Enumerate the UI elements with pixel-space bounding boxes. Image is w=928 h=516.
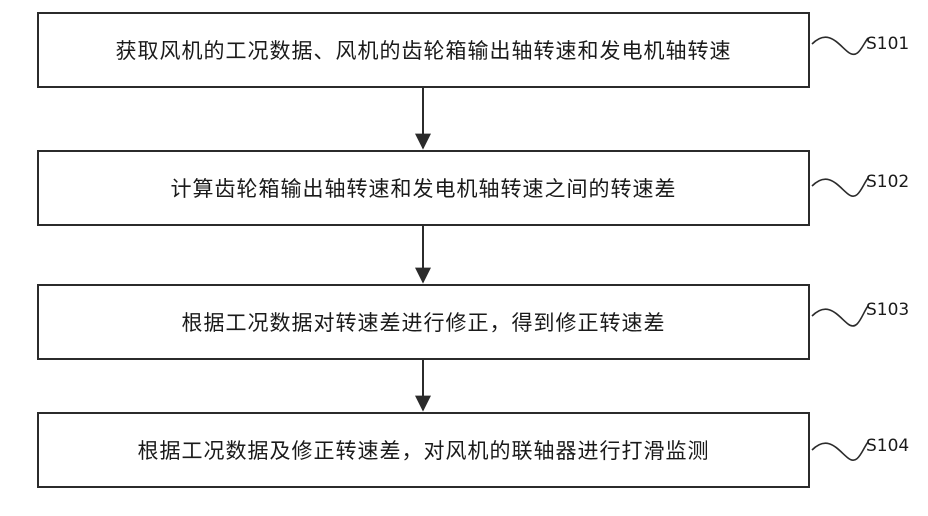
leader-line-s101	[812, 37, 868, 54]
step-box-s104: 根据工况数据及修正转速差，对风机的联轴器进行打滑监测	[37, 412, 810, 488]
step-label-s103: S103	[866, 300, 909, 320]
step-text-s102: 计算齿轮箱输出轴转速和发电机轴转速之间的转速差	[171, 173, 677, 203]
step-label-s104: S104	[866, 436, 909, 456]
leader-line-s104	[812, 442, 868, 460]
step-text-s104: 根据工况数据及修正转速差，对风机的联轴器进行打滑监测	[138, 435, 710, 465]
step-label-s101: S101	[866, 34, 909, 54]
step-label-s102: S102	[866, 172, 909, 192]
step-box-s101: 获取风机的工况数据、风机的齿轮箱输出轴转速和发电机轴转速	[37, 12, 810, 88]
step-text-s101: 获取风机的工况数据、风机的齿轮箱输出轴转速和发电机轴转速	[116, 35, 732, 65]
leader-line-s102	[812, 178, 868, 196]
step-box-s103: 根据工况数据对转速差进行修正，得到修正转速差	[37, 284, 810, 360]
leader-line-s103	[812, 306, 868, 326]
step-box-s102: 计算齿轮箱输出轴转速和发电机轴转速之间的转速差	[37, 150, 810, 226]
step-text-s103: 根据工况数据对转速差进行修正，得到修正转速差	[182, 307, 666, 337]
